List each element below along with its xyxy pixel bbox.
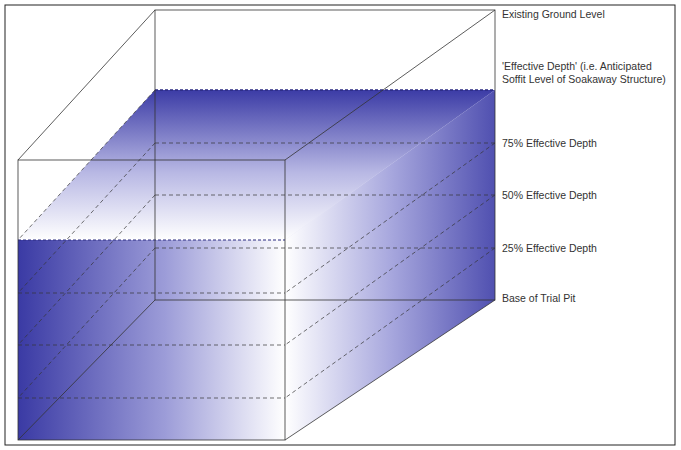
- frame: [5, 5, 675, 445]
- level-label: 75% Effective Depth: [502, 137, 672, 150]
- effective-depth-line: [18, 239, 285, 240]
- water-side: [285, 90, 495, 440]
- water-front: [18, 240, 285, 440]
- level-lines: [18, 90, 495, 398]
- level-label: 'Effective Depth' (i.e. Anticipated Soff…: [502, 60, 672, 86]
- level-label: 50% Effective Depth: [502, 189, 672, 202]
- level-label: Base of Trial Pit: [502, 292, 672, 305]
- level-label: Existing Ground Level: [502, 8, 672, 21]
- pit-outline: [18, 10, 495, 440]
- effective-depth-line: [155, 89, 495, 91]
- level-label: 25% Effective Depth: [502, 242, 672, 255]
